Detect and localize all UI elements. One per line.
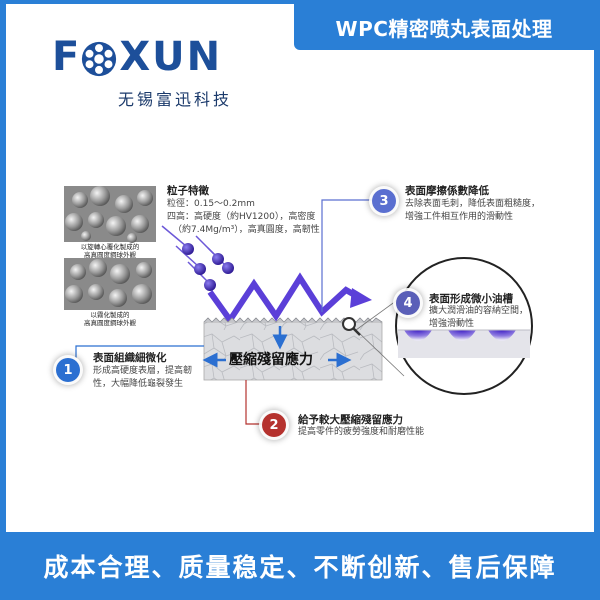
title-banner: WPC精密喷丸表面处理 xyxy=(294,4,594,50)
photo-1-caption-line-1: 以旋轉心覆化製成的 xyxy=(80,243,140,251)
wheel-logo-icon xyxy=(81,41,117,77)
point-3-heading: 表面摩擦係數降低 xyxy=(405,185,489,197)
point-1-line-1: 形成高硬度表層，提高韌 xyxy=(93,366,193,376)
point-3-line-2: 增強工件相互作用的滑動性 xyxy=(405,212,514,222)
brand-logo: F XUN 无锡富迅科技 xyxy=(52,34,242,114)
material-block xyxy=(203,317,383,381)
badge-4: 4 xyxy=(396,291,420,315)
slogan-text: 成本合理、质量稳定、不断创新、售后保障 xyxy=(43,553,557,582)
connector-3 xyxy=(321,199,372,312)
photo-2-caption-line-1: 以霧化製成的 xyxy=(90,311,130,319)
zoom-circle xyxy=(395,257,533,395)
point-4-line-1: 擴大潤滑油的容納空間， xyxy=(429,306,529,316)
logo-letter-f: F xyxy=(52,34,82,80)
logo-letters-xun: XUN xyxy=(119,34,223,80)
particles-line-1: 粒徑：0.15～0.2mm xyxy=(167,199,255,209)
compressive-stress-label: 壓縮殘留應力 xyxy=(229,352,313,368)
photo-1-caption: 以旋轉心覆化製成的 高真圓度鋼球外觀 xyxy=(64,243,156,259)
photo-2-caption-line-2: 高真圓度鋼球外觀 xyxy=(84,319,136,327)
point-2-line-1: 提高零件的疲勞強度和耐磨性能 xyxy=(298,427,425,437)
logo-wordmark: F XUN xyxy=(52,34,222,80)
particles-line-2: 四高：高硬度（約HV1200），高密度 xyxy=(167,212,316,222)
zigzag-trajectory xyxy=(207,272,362,326)
point-1-line-2: 性，大幅降低龜裂發生 xyxy=(93,379,184,389)
point-4-heading: 表面形成微小油槽 xyxy=(429,293,513,305)
zoom-line-lower xyxy=(355,329,405,377)
point-3-line-1: 去除表面毛刺，降低表面粗糙度， xyxy=(405,199,541,209)
particles-heading: 粒子特徵 xyxy=(167,185,209,197)
badge-2: 2 xyxy=(262,413,286,437)
particles-line-3: （約7.4Mg/m³），高真圓度，高韌性 xyxy=(173,225,320,235)
slogan-bar: 成本合理、质量稳定、不断创新、售后保障 xyxy=(0,532,600,600)
badge-1: 1 xyxy=(56,358,80,382)
connector-1 xyxy=(75,345,204,358)
zoom-line-upper xyxy=(355,297,401,331)
point-1-heading: 表面組織細微化 xyxy=(93,352,167,364)
particle-photo-2 xyxy=(64,258,156,310)
photo-2-caption: 以霧化製成的 高真圓度鋼球外觀 xyxy=(64,311,156,327)
logo-company-name: 无锡富迅科技 xyxy=(118,90,233,109)
shot-particles xyxy=(161,225,234,291)
connector-2 xyxy=(245,380,262,425)
point-4-line-2: 增強滑動性 xyxy=(429,319,475,329)
trajectory-arrowhead xyxy=(350,288,372,308)
badge-3: 3 xyxy=(372,189,396,213)
particle-photo-1 xyxy=(64,186,156,243)
magnifier-icon xyxy=(342,317,361,336)
page-title: WPC精密喷丸表面处理 xyxy=(335,16,553,41)
photo-1-caption-line-2: 高真圓度鋼球外觀 xyxy=(84,251,136,259)
point-2-heading: 給予較大壓縮殘留應力 xyxy=(298,414,403,426)
